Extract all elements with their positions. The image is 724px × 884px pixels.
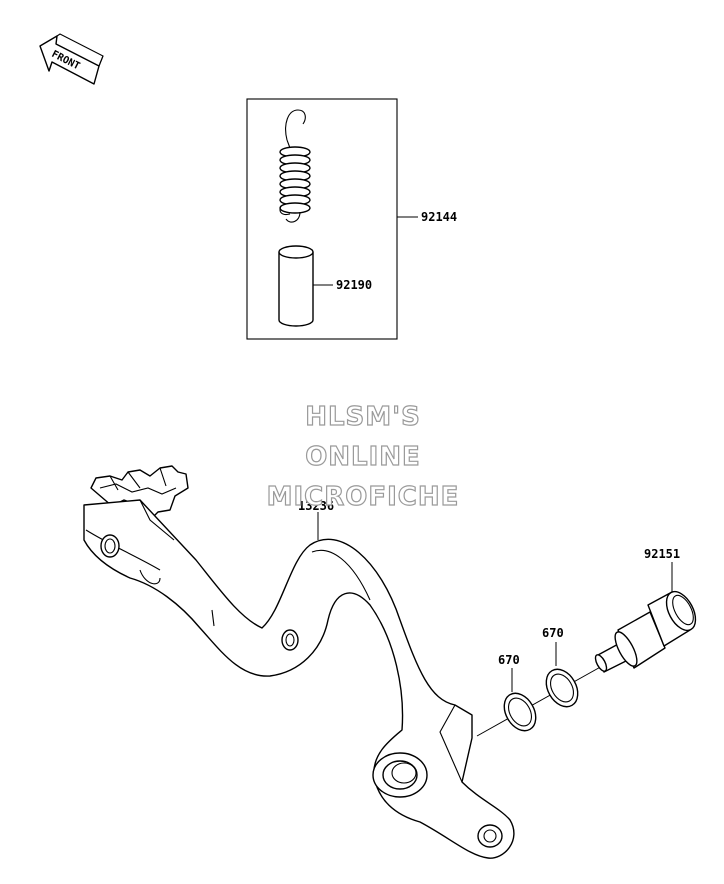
part-label-670-left: 670 [498, 653, 520, 667]
pivot-shaft: 92151 [594, 547, 697, 673]
assembly-axis-line [476, 664, 605, 737]
part-label-92144: 92144 [421, 210, 457, 224]
front-arrow-icon: FRONT [39, 33, 104, 85]
brake-pedal: 13236 [83, 465, 515, 859]
spring-set-box: 92144 [246, 98, 457, 340]
part-label-13236: 13236 [298, 499, 334, 513]
spring [279, 109, 311, 223]
watermark-line-2: ONLINE [305, 442, 421, 472]
o-ring-left: 670 [498, 653, 537, 732]
watermark-line-3: MICROFICHE [267, 482, 460, 512]
part-label-92190: 92190 [336, 278, 372, 292]
watermark-line-1: HLSM'S [305, 402, 421, 432]
collar: 92190 [278, 245, 372, 327]
watermark: HLSM'S ONLINE MICROFICHE [266, 401, 460, 512]
o-ring-right: 670 [542, 626, 579, 708]
part-label-92151: 92151 [644, 547, 680, 561]
part-label-670-right: 670 [542, 626, 564, 640]
